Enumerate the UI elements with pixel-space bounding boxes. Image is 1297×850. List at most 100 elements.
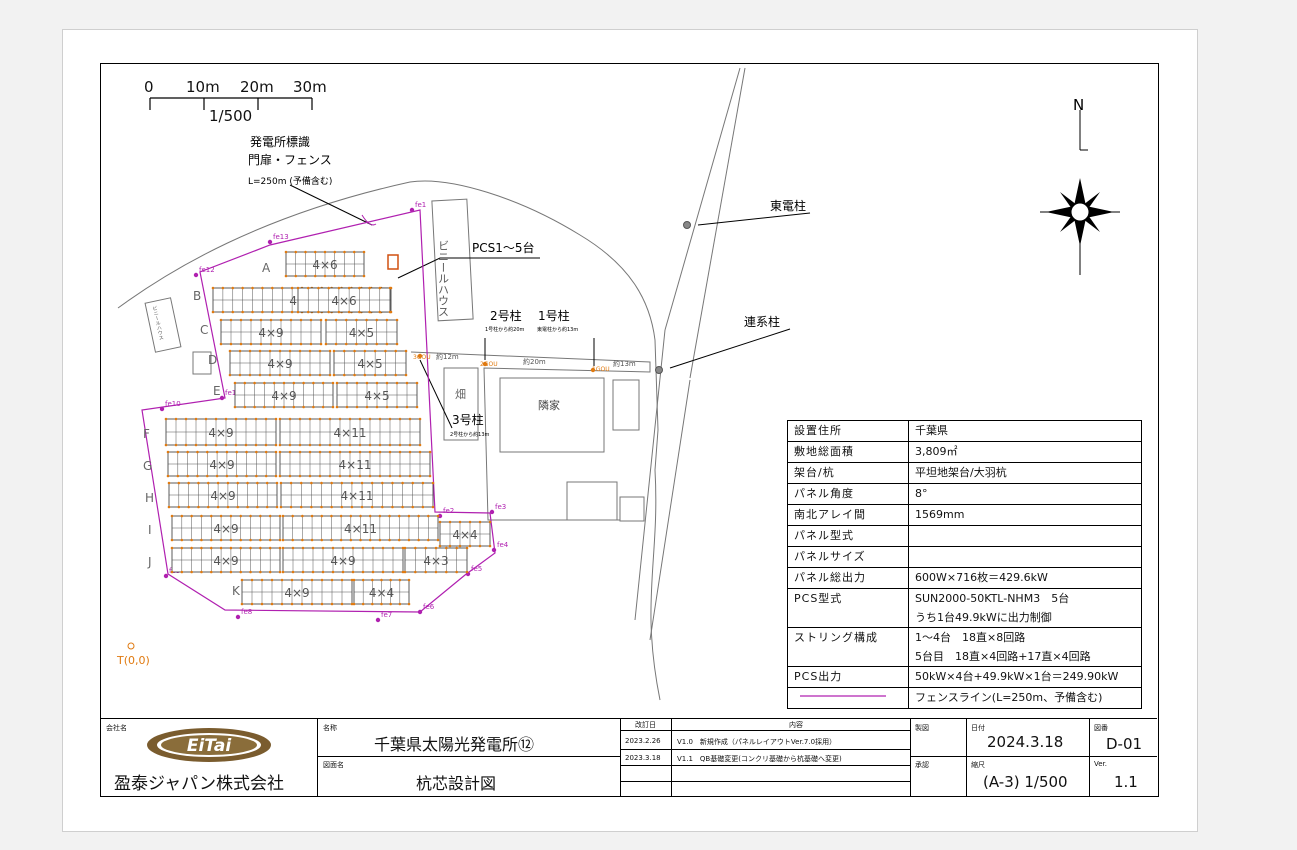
spec-value: SUN2000-50KTL-NHM3 5台うち1台49.9kWに出力制御	[908, 588, 1142, 628]
pile-marker	[309, 342, 313, 346]
pile-marker	[229, 342, 233, 346]
pile-marker	[434, 570, 438, 574]
rev1-date: 2023.2.26	[625, 737, 661, 745]
greenhouse-label: ビニールハウス	[437, 240, 450, 317]
pile-marker	[333, 274, 337, 278]
pile-marker	[349, 514, 353, 518]
pile-marker	[229, 570, 233, 574]
pile-marker	[209, 546, 213, 550]
block-size-label: 4×9	[209, 458, 234, 472]
pile-marker	[265, 481, 269, 485]
pile-marker	[389, 602, 392, 606]
field-label: 畑	[455, 388, 466, 401]
spec-key: 設置住所	[787, 420, 909, 442]
pile-marker	[348, 474, 352, 478]
callout-tepco-pole: 東電柱	[770, 198, 806, 213]
pile-marker	[253, 381, 256, 385]
pile-marker	[290, 602, 294, 606]
greenhouse-small	[144, 297, 182, 353]
pile-marker	[320, 514, 324, 518]
gate-icon	[361, 214, 377, 226]
pile-marker	[368, 310, 371, 314]
spec-row: 架台/杭平坦地架台/大羽杭	[787, 462, 1142, 484]
pile-marker	[278, 373, 282, 377]
pile-marker	[274, 450, 278, 454]
pile-marker	[341, 570, 345, 574]
pile-marker	[271, 286, 274, 290]
pile-marker	[375, 381, 379, 385]
pile-marker	[368, 417, 372, 421]
pile-marker	[418, 417, 422, 421]
pile-marker	[398, 417, 402, 421]
spec-value: フェンスライン(L=250m、予備含む)	[908, 687, 1142, 709]
spec-value-line: フェンスライン(L=250m、予備含む)	[915, 691, 1103, 704]
pile-marker	[298, 349, 302, 353]
version-cell: Ver. 1.1	[1089, 757, 1157, 796]
pile-marker	[200, 570, 203, 574]
pile-marker	[318, 450, 322, 454]
pile-marker	[488, 520, 492, 524]
pile-marker	[407, 578, 411, 582]
pile-marker	[250, 602, 254, 606]
panel-block: 4×9	[233, 381, 335, 409]
pile-marker	[274, 474, 278, 478]
pile-marker	[330, 578, 334, 582]
pile-marker	[337, 286, 341, 290]
pile-marker	[246, 505, 249, 509]
panel-block: 4×9	[164, 417, 278, 447]
callout-pole3-note: 2号柱から約13m	[450, 431, 490, 438]
pile-marker	[333, 250, 337, 254]
pile-marker	[340, 481, 344, 485]
pile-marker	[275, 481, 279, 485]
pile-marker	[365, 342, 368, 346]
pile-marker	[381, 570, 385, 574]
pile-marker	[298, 417, 302, 421]
pile-marker	[261, 310, 264, 314]
pile-marker	[170, 546, 174, 550]
pile-marker	[401, 505, 404, 509]
pile-marker	[408, 417, 412, 421]
pile-marker	[418, 450, 422, 454]
pile-marker	[328, 450, 332, 454]
pile-marker	[248, 373, 252, 377]
pile-marker	[200, 538, 203, 542]
pile-marker	[358, 443, 362, 447]
pile-marker	[378, 538, 382, 542]
origin-label: T(0,0)	[116, 654, 150, 667]
block-size-label: 4×9	[330, 554, 355, 568]
field-plot	[443, 367, 479, 441]
pile-marker	[317, 310, 320, 314]
panel-block: 4×9	[281, 546, 405, 574]
panel-block: 4×9	[170, 546, 282, 574]
block-size-label: 4×9	[258, 326, 283, 340]
panel-block: 4×9	[228, 349, 332, 377]
pile-marker	[323, 274, 327, 278]
pile-marker	[311, 570, 315, 574]
pile-marker	[424, 546, 427, 550]
pile-marker	[288, 349, 292, 353]
pile-marker	[197, 505, 200, 509]
pile-marker	[229, 514, 233, 518]
pile-marker	[327, 286, 330, 290]
drawing-name-cell: 図面名 杭芯設計図	[317, 757, 620, 796]
fence-point-label: fe11	[225, 389, 241, 397]
origin-marker	[127, 642, 135, 650]
pile-marker	[259, 538, 262, 542]
pile-marker	[290, 286, 294, 290]
pile-marker	[196, 450, 199, 454]
spec-row: パネルサイズ	[787, 546, 1142, 568]
pile-marker	[391, 570, 395, 574]
pile-marker	[278, 546, 282, 550]
spec-value-line: 8°	[915, 487, 928, 500]
pile-marker	[187, 481, 190, 485]
pile-marker	[228, 349, 232, 353]
pile-marker	[363, 373, 367, 377]
content-header: 内容	[789, 721, 803, 729]
pile-marker	[408, 474, 412, 478]
revision-cell: 改訂日 内容 2023.2.26 V1.0 新規作成（パネルレイアウトVer.7…	[620, 719, 911, 796]
pile-marker	[258, 349, 262, 353]
pile-marker	[194, 443, 198, 447]
project-name-cell: 名称 千葉県太陽光発電所⑫	[317, 719, 620, 757]
